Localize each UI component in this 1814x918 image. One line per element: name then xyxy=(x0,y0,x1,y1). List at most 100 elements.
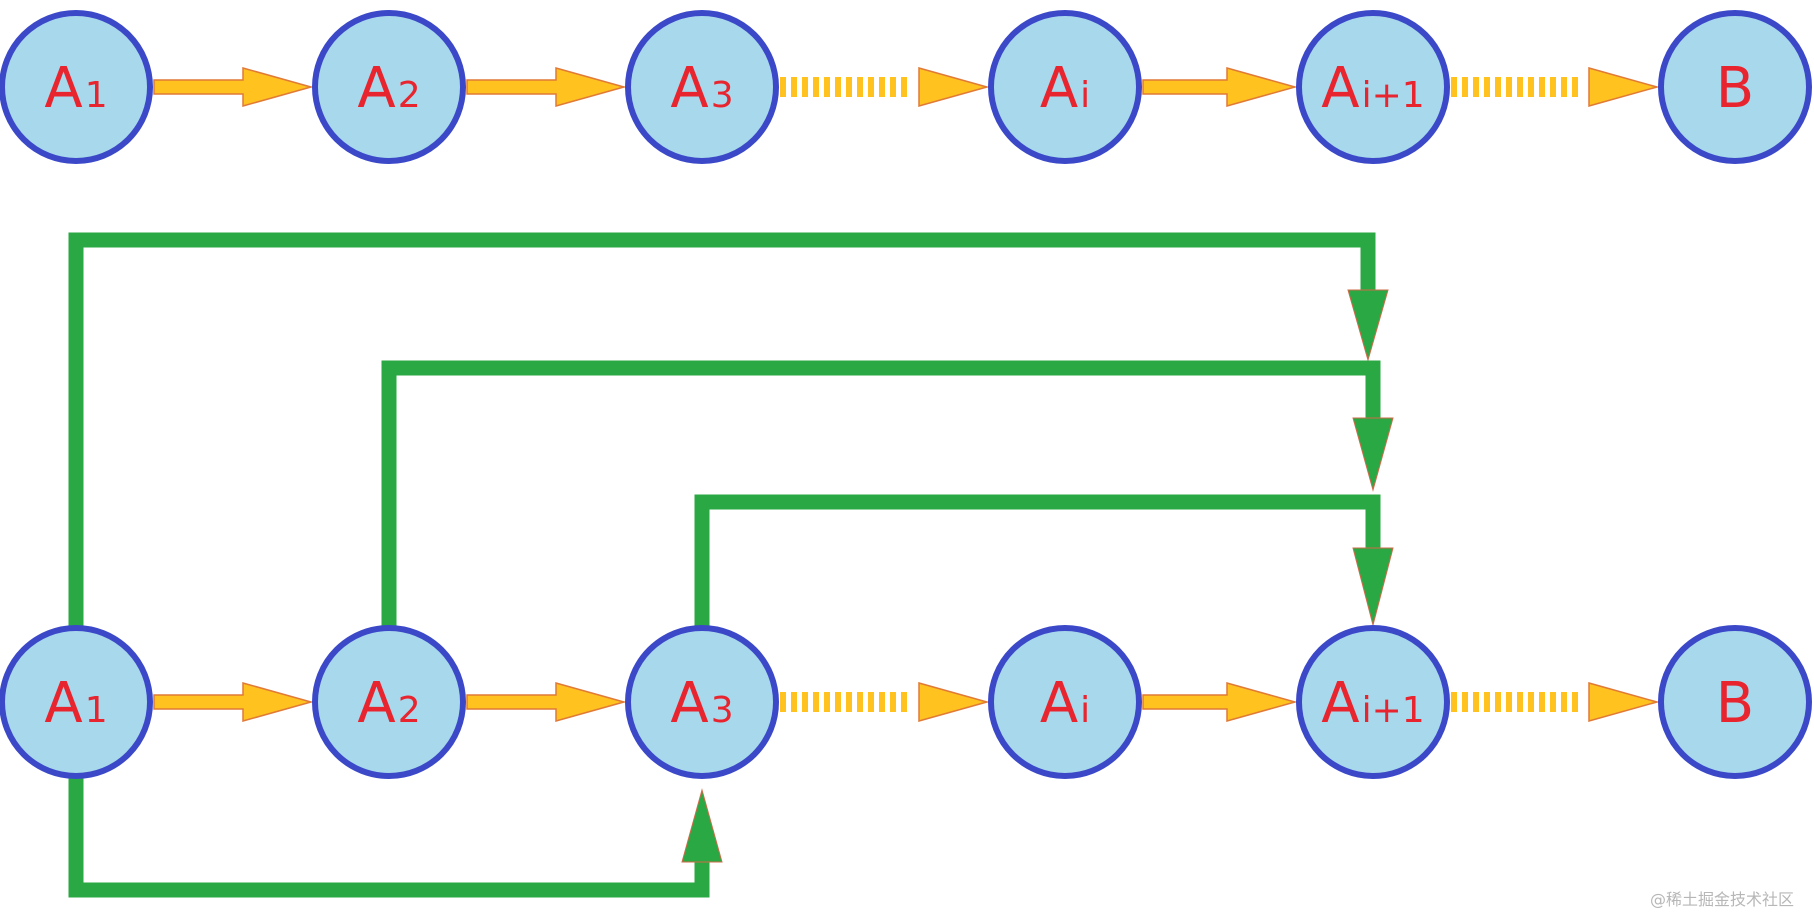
dash-segment xyxy=(1484,692,1490,712)
dash-segment xyxy=(1462,692,1468,712)
dash-segment xyxy=(1517,77,1523,97)
node-label: A2 xyxy=(357,671,420,736)
dash-segment xyxy=(780,77,786,97)
bottom-row-edge-0 xyxy=(153,682,314,722)
dash-segment xyxy=(802,692,808,712)
top-row-edge-2 xyxy=(780,67,990,107)
jump-head xyxy=(1347,289,1389,362)
top-row-edge-0 xyxy=(153,67,314,107)
dash-segment xyxy=(791,77,797,97)
node-label: Ai xyxy=(1040,56,1090,121)
dash-segment xyxy=(879,77,885,97)
node-label: A1 xyxy=(44,671,107,736)
dash-segment xyxy=(1517,692,1523,712)
dash-segment xyxy=(1473,692,1479,712)
node-circle xyxy=(1658,625,1812,779)
dash-segment xyxy=(1473,77,1479,97)
jump-A1-to-A3 xyxy=(68,776,723,898)
top-row-node-5: B xyxy=(1658,10,1812,164)
dash-segment xyxy=(901,77,907,97)
jump-A2-to-Aiplus1 xyxy=(381,360,1394,628)
dash-segment xyxy=(846,692,852,712)
jump-line xyxy=(68,776,710,898)
dash-segment xyxy=(1495,692,1501,712)
node-label: Ai+1 xyxy=(1321,56,1424,121)
arrow-head xyxy=(918,682,990,722)
dash-segment xyxy=(868,77,874,97)
dash-segment xyxy=(780,692,786,712)
bottom-row-node-4: Ai+1 xyxy=(1296,625,1450,779)
top-row-node-4: Ai+1 xyxy=(1296,10,1450,164)
dash-segment xyxy=(857,692,863,712)
jump-line xyxy=(381,360,1381,628)
dash-segment xyxy=(868,692,874,712)
node-label: Ai xyxy=(1040,671,1090,736)
dash-segment xyxy=(1550,692,1556,712)
node-label: B xyxy=(1716,56,1754,121)
bottom-row-edge-2 xyxy=(780,682,990,722)
dash-segment xyxy=(824,692,830,712)
dash-segment xyxy=(835,77,841,97)
jump-line xyxy=(68,232,1376,628)
edges-layer xyxy=(153,67,1660,722)
dash-segment xyxy=(1561,692,1567,712)
node-circle xyxy=(1296,10,1450,164)
node-circle xyxy=(0,10,153,164)
dash-segment xyxy=(1539,77,1545,97)
dash-segment xyxy=(1572,77,1578,97)
bottom-row-node-0: A1 xyxy=(0,625,153,779)
node-label: A2 xyxy=(357,56,420,121)
bottom-row-node-2: A3 xyxy=(625,625,779,779)
node-label: A1 xyxy=(44,56,107,121)
arrow-head xyxy=(1588,67,1660,107)
node-label: Ai+1 xyxy=(1321,671,1424,736)
dash-segment xyxy=(1528,77,1534,97)
dash-segment xyxy=(1451,692,1457,712)
node-label: B xyxy=(1716,671,1754,736)
dash-segment xyxy=(1539,692,1545,712)
bottom-row-node-5: B xyxy=(1658,625,1812,779)
dash-segment xyxy=(846,77,852,97)
node-circle xyxy=(625,10,779,164)
bottom-row-node-1: A2 xyxy=(312,625,466,779)
dash-segment xyxy=(1451,77,1457,97)
dash-segment xyxy=(1495,77,1501,97)
dash-segment xyxy=(813,77,819,97)
dash-segment xyxy=(1484,77,1490,97)
jump-head xyxy=(1352,417,1394,492)
bottom-row-node-3: Ai xyxy=(988,625,1142,779)
dash-segment xyxy=(802,77,808,97)
arrow-head xyxy=(918,67,990,107)
dash-segment xyxy=(1528,692,1534,712)
dash-segment xyxy=(1550,77,1556,97)
dash-segment xyxy=(1462,77,1468,97)
dash-segment xyxy=(857,77,863,97)
dash-segment xyxy=(890,77,896,97)
dash-segment xyxy=(890,692,896,712)
dash-segment xyxy=(1506,77,1512,97)
dash-segment xyxy=(1506,692,1512,712)
top-row-node-1: A2 xyxy=(312,10,466,164)
jump-line xyxy=(694,494,1381,628)
jump-A3-to-Aiplus1 xyxy=(694,494,1394,628)
node-circle xyxy=(988,10,1142,164)
node-circle xyxy=(988,625,1142,779)
top-row-node-0: A1 xyxy=(0,10,153,164)
node-label: A3 xyxy=(670,56,733,121)
node-circle xyxy=(312,625,466,779)
jump-A1-to-Aiplus1 xyxy=(68,232,1389,628)
node-label: A3 xyxy=(670,671,733,736)
node-circle xyxy=(1658,10,1812,164)
dash-segment xyxy=(791,692,797,712)
jumps-layer xyxy=(68,232,1394,898)
bottom-row-edge-1 xyxy=(466,682,627,722)
bottom-row-edge-4 xyxy=(1451,682,1660,722)
watermark: @稀土掘金技术社区 xyxy=(1649,890,1794,909)
dash-segment xyxy=(1572,692,1578,712)
dash-segment xyxy=(901,692,907,712)
dash-segment xyxy=(1561,77,1567,97)
top-row-edge-1 xyxy=(466,67,627,107)
dash-segment xyxy=(835,692,841,712)
node-circle xyxy=(312,10,466,164)
